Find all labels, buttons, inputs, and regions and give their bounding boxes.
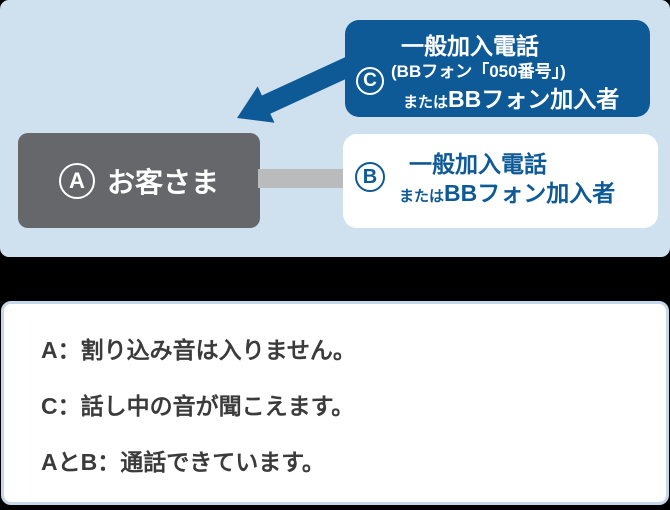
caller-b-line2: またはBBフォン加入者: [399, 178, 615, 212]
notes-panel: A：割り込み音は入りません。 C：話し中の音が聞こえます。 AとB：通話できてい…: [1, 301, 669, 505]
customer-a-label: お客さま: [106, 166, 219, 198]
caller-c-line1: 一般加入電話: [401, 33, 539, 59]
caller-b-line2-prefix: または: [399, 188, 445, 205]
call-connector-line: [258, 169, 345, 188]
caller-c-box: C 一般加入電話 (BBフォン「050番号」) またはBBフォン加入者: [345, 20, 650, 117]
caller-b-box: B 一般加入電話 またはBBフォン加入者: [343, 134, 658, 228]
badge-b-circle: B: [355, 162, 385, 192]
customer-a-box: A お客さま: [18, 133, 260, 228]
caller-c-line2: (BBフォン「050番号」): [391, 62, 566, 81]
badge-a-letter: A: [69, 167, 85, 193]
note-line-c: C：話し中の音が聞こえます。: [41, 393, 355, 419]
badge-c-letter: C: [363, 70, 377, 91]
caller-b-line1: 一般加入電話: [409, 151, 547, 177]
badge-a-circle: A: [58, 162, 95, 199]
busy-call-arrow-c-to-a: [237, 56, 355, 123]
badge-b-letter: B: [362, 165, 378, 188]
badge-c-circle: C: [356, 67, 384, 95]
caller-c-line3: またはBBフォン加入者: [391, 85, 644, 117]
caller-c-line3-prefix: または: [403, 94, 449, 111]
caller-c-line3-main: BBフォン加入者: [448, 86, 620, 112]
caller-b-text: 一般加入電話 またはBBフォン加入者: [399, 150, 615, 212]
caller-b-line2-main: BBフォン加入者: [444, 180, 616, 206]
diagram-panel: C 一般加入電話 (BBフォン「050番号」) またはBBフォン加入者 A お客…: [0, 0, 670, 257]
note-line-a: A：割り込み音は入りません。: [41, 337, 356, 363]
note-line-a-and-b: AとB：通話できています。: [41, 449, 325, 475]
